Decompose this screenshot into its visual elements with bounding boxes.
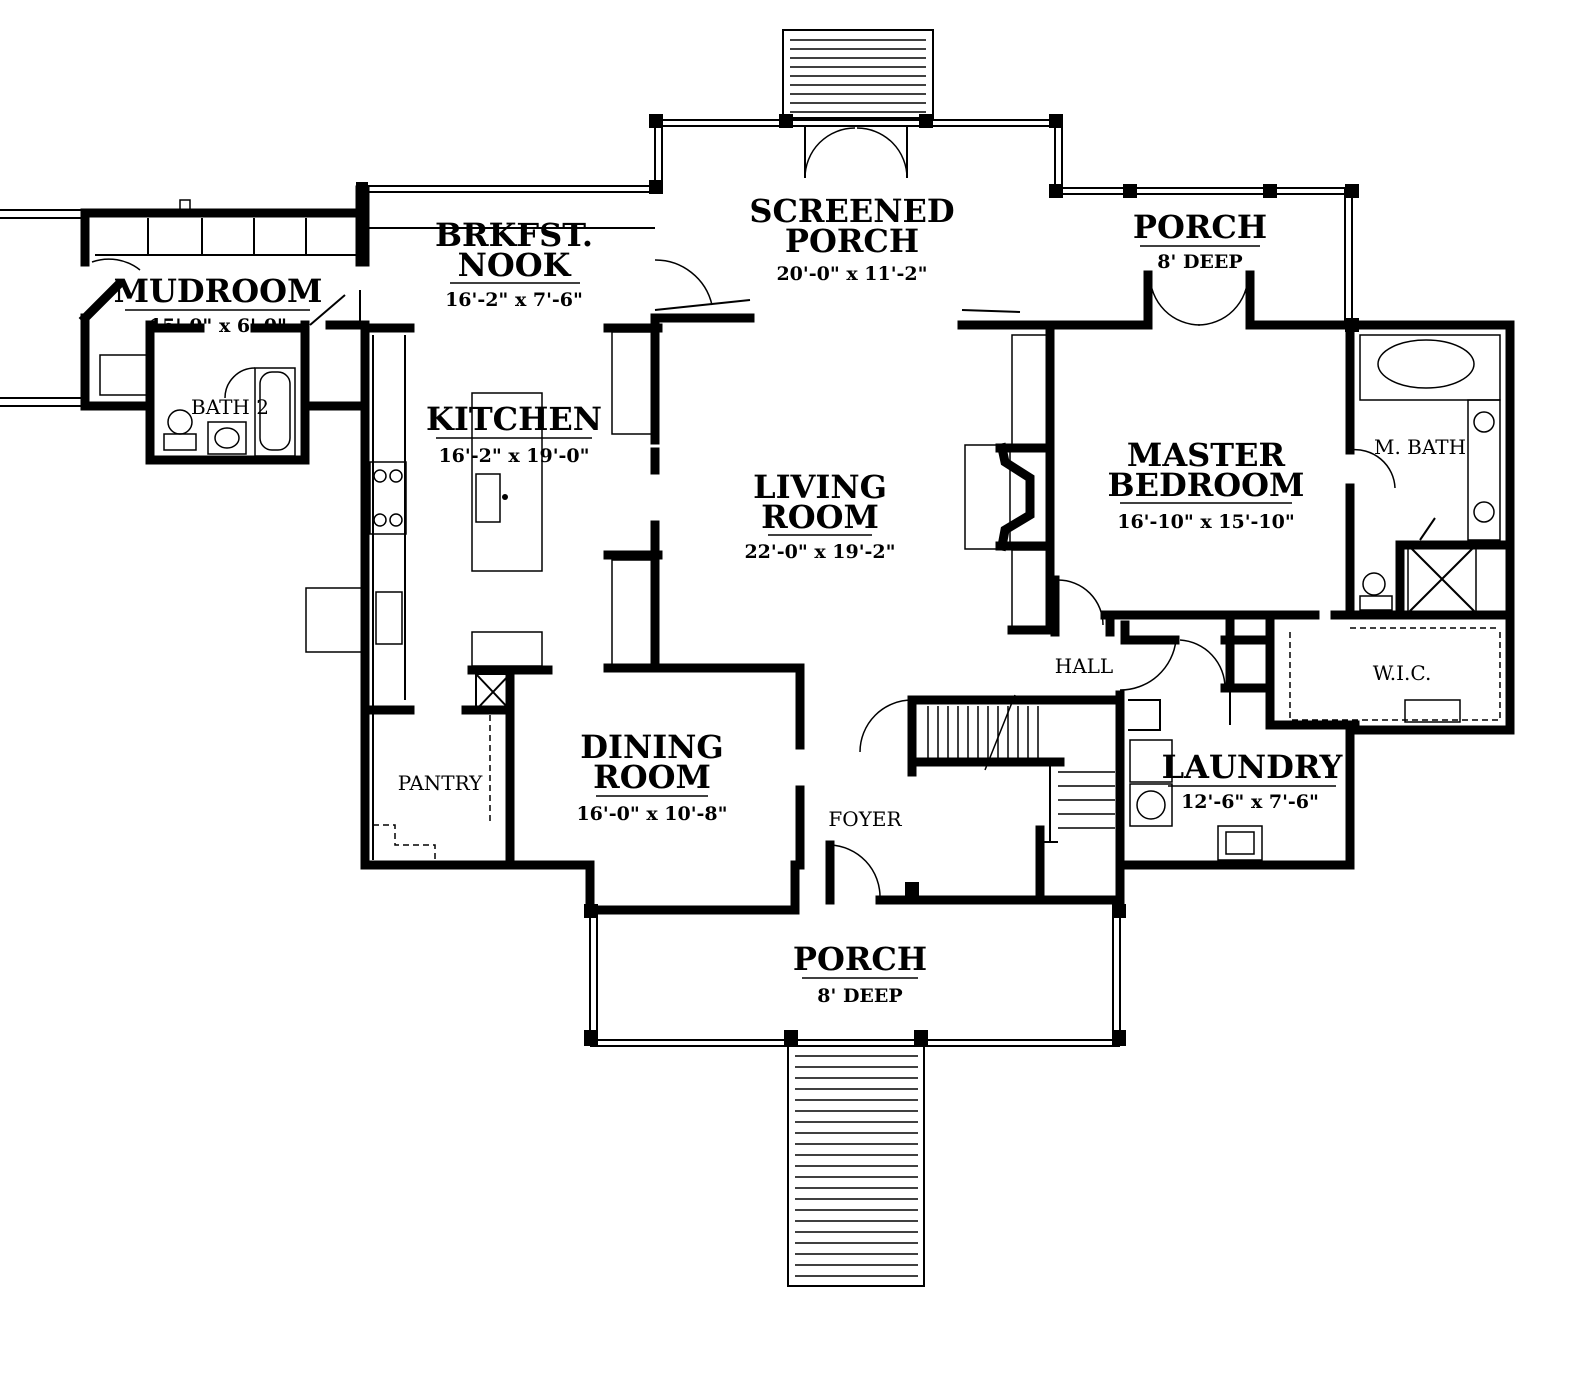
kitchen-dims: 16'-2" x 19'-0" [438,445,589,467]
bath2-name: BATH 2 [191,395,269,419]
brkfst-nook-dims: 16'-2" x 7'-6" [445,289,583,311]
laundry-name: LAUNDRY [1162,748,1344,786]
screened-porch-name-1: SCREENED [749,192,954,230]
laundry-walls [1115,688,1263,870]
foyer-door [829,844,919,900]
room-labels: SCREENED PORCH 20'-0" x 11'-2" PORCH 8' … [114,192,1466,1007]
master-bedroom-name-2: BEDROOM [1108,466,1305,504]
wic-name: W.I.C. [1373,661,1432,685]
laundry-dims: 12'-6" x 7'-6" [1181,791,1319,813]
hall-name: HALL [1055,654,1113,678]
mudroom-dims: 15'-0" x 6'-0" [149,315,287,337]
rear-porch-name: PORCH [1133,208,1267,246]
living-room-walls [603,309,1060,870]
kitchen-name: KITCHEN [426,400,602,438]
brkfst-nook-name-1: BRKFST. [435,216,593,254]
brkfst-nook-name-2: NOOK [458,246,572,284]
exterior-walls [356,182,1515,915]
living-room-dims: 22'-0" x 19'-2" [744,541,895,563]
dining-room-name-2: ROOM [593,758,711,796]
interior-stairs [859,694,1125,905]
rear-porch-walls [1055,184,1359,332]
rear-stairs [782,29,934,119]
dining-room-name-1: DINING [580,728,724,766]
screened-porch-walls [649,114,1063,198]
foyer-name: FOYER [828,807,902,831]
living-room-name-2: ROOM [761,498,879,536]
pantry-name: PANTRY [398,771,483,795]
master-bedroom-dims: 16'-10" x 15'-10" [1117,511,1295,533]
front-porch-name: PORCH [793,940,927,978]
mudroom-walls [0,185,365,465]
front-stairs [787,1045,925,1287]
screened-porch-name-2: PORCH [785,222,919,260]
living-room-name-1: LIVING [753,468,887,506]
dining-room-dims: 16'-0" x 10'-8" [576,803,727,825]
master-bath-name: M. BATH [1374,435,1466,459]
master-bedroom-name-1: MASTER [1127,436,1286,474]
screened-porch-dims: 20'-0" x 11'-2" [776,263,927,285]
mudroom-name: MUDROOM [114,272,323,310]
front-porch-depth: 8' DEEP [817,985,902,1007]
master-suite-walls [1057,320,1515,730]
rear-porch-depth: 8' DEEP [1157,251,1242,273]
kitchen-fixtures [305,227,751,870]
